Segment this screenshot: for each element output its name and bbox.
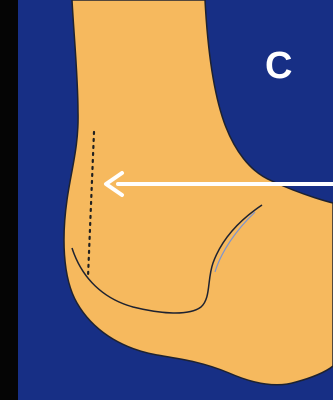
panel-label: C: [265, 45, 292, 87]
left-black-bar: [0, 56, 18, 400]
